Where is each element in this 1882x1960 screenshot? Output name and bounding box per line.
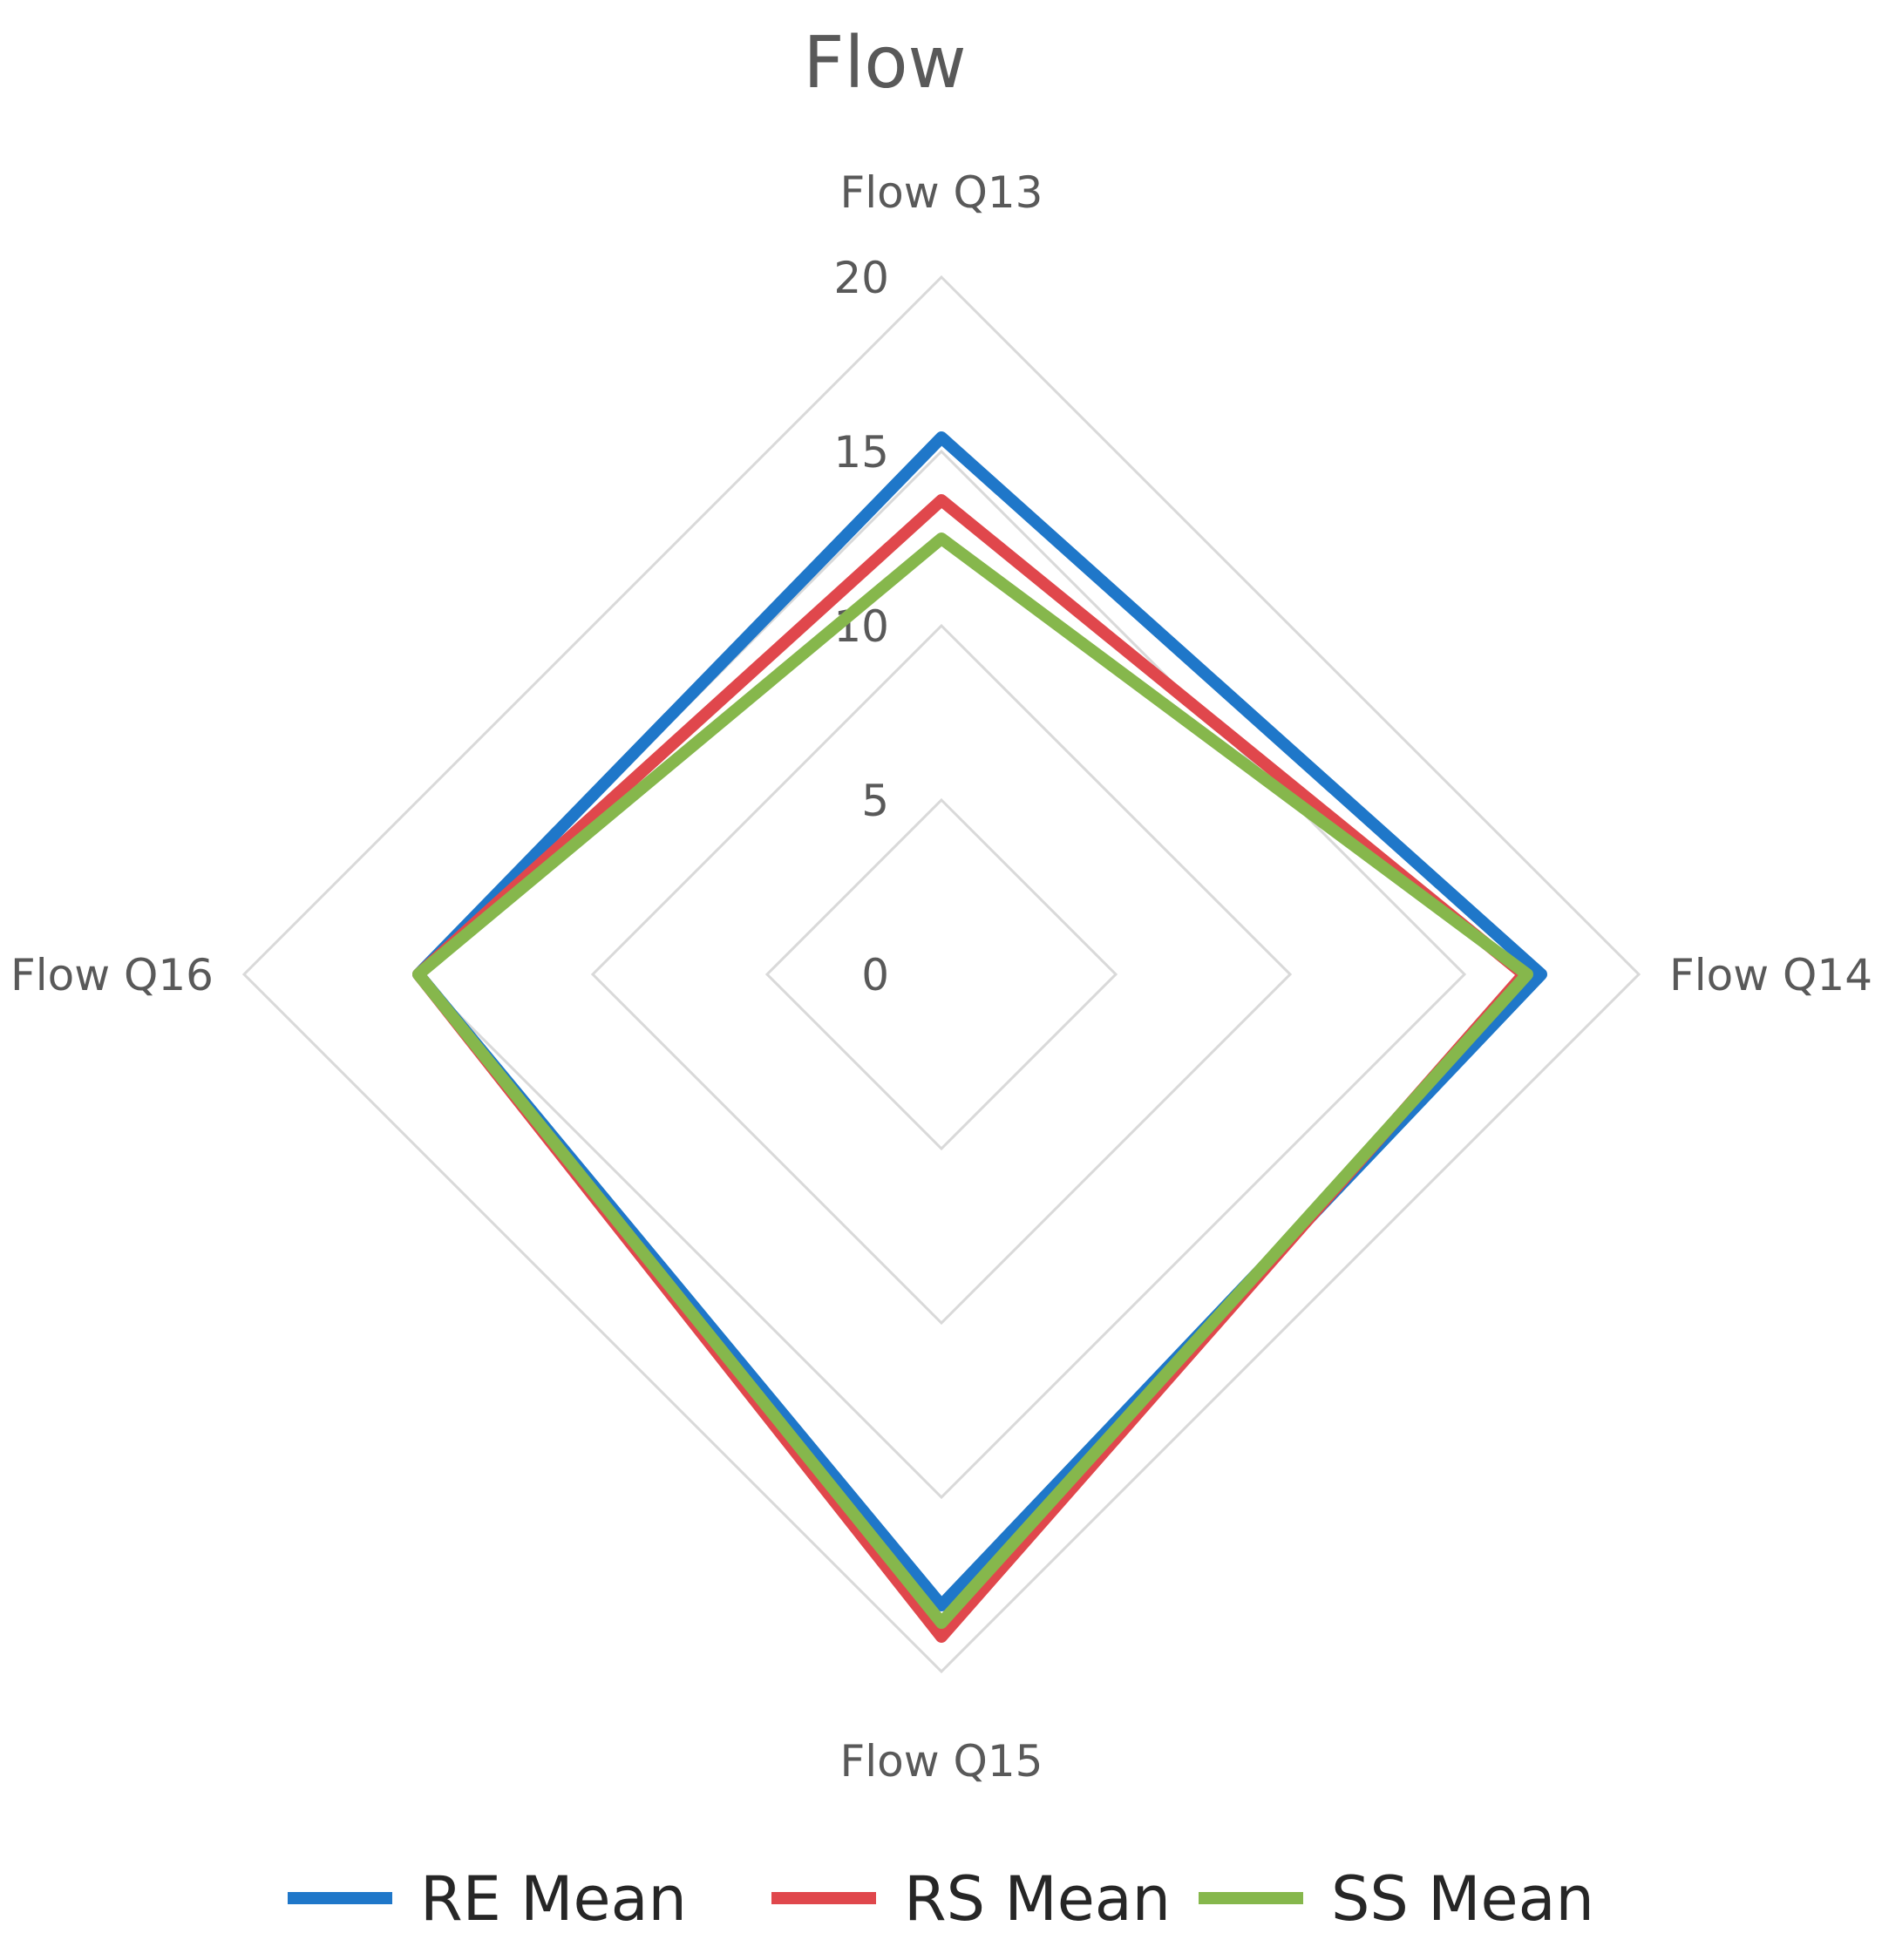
radial-tick-label: 0 (861, 950, 889, 1000)
series-line-rs-mean (412, 494, 1530, 1643)
axis-label: Flow Q13 (839, 167, 1043, 218)
axis-label: Flow Q15 (839, 1736, 1043, 1787)
legend-label: RE Mean (420, 1863, 687, 1935)
grid-ring-20 (241, 275, 1641, 1674)
grid-ring-15 (416, 449, 1467, 1500)
series-line-re-mean (412, 431, 1547, 1611)
chart-title: Flow (803, 22, 966, 105)
radial-tick-label: 5 (861, 776, 889, 826)
axis-label: Flow Q14 (1669, 950, 1872, 1000)
grid-ring-5 (764, 797, 1118, 1151)
legend-label: RS Mean (904, 1863, 1171, 1935)
radial-tick-label: 20 (833, 253, 889, 303)
grid-layer (241, 275, 1641, 1674)
grid-ring-10 (590, 623, 1293, 1326)
legend: RE Mean RS Mean SS Mean (288, 1863, 1594, 1935)
series-line-ss-mean (412, 532, 1533, 1629)
axis-label: Flow Q16 (10, 950, 214, 1000)
radial-tick-label: 15 (833, 427, 889, 478)
legend-label: SS Mean (1331, 1863, 1594, 1935)
series-layer (412, 431, 1547, 1643)
